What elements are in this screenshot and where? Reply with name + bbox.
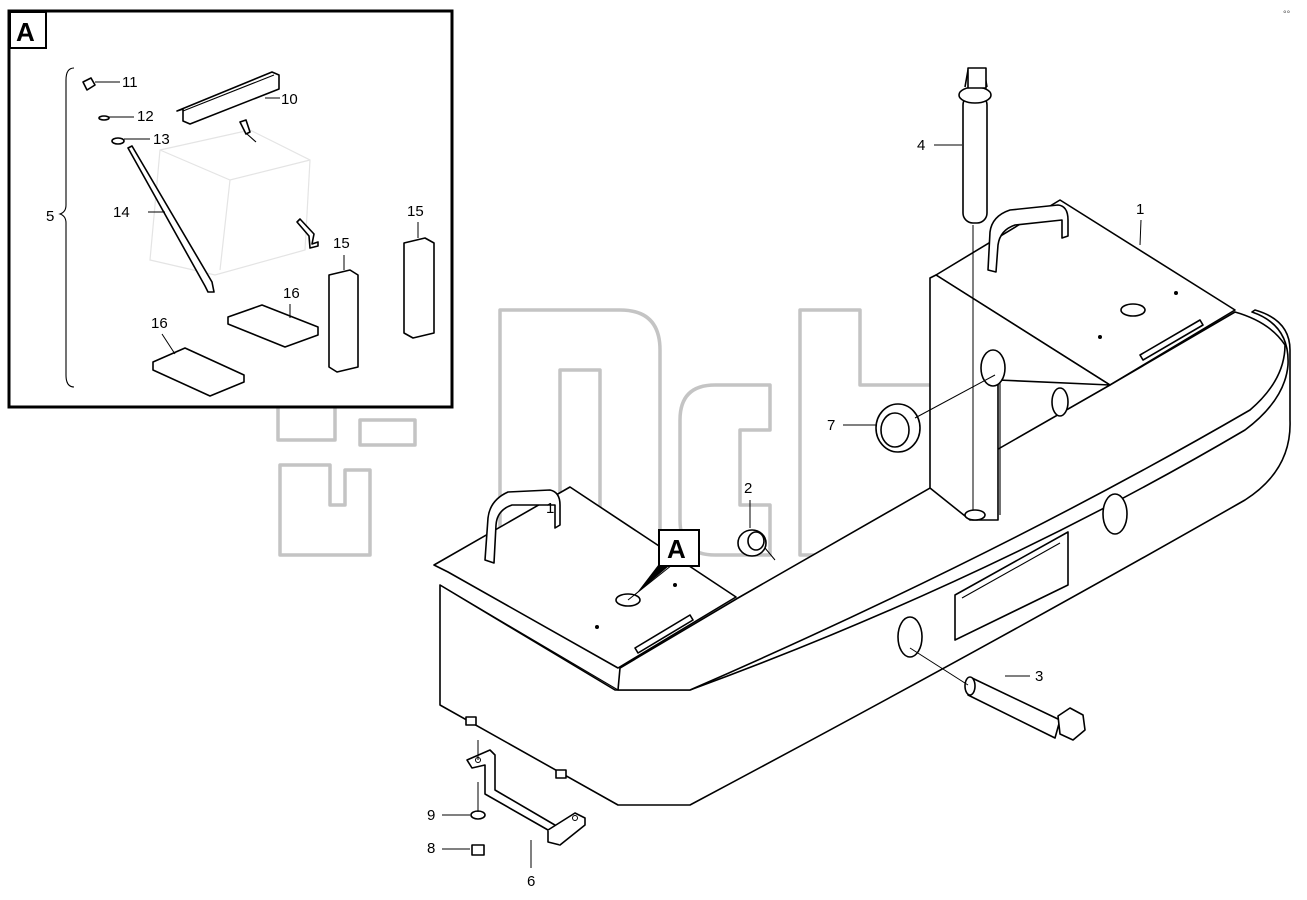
- label-9: 9: [427, 807, 435, 824]
- label-3: 3: [1035, 668, 1043, 685]
- label-11: 11: [122, 74, 138, 91]
- part-7-grommet: [875, 374, 996, 453]
- label-16-lower: 16: [151, 315, 168, 332]
- detail-view-label: A: [16, 17, 35, 47]
- label-5: 5: [46, 208, 54, 225]
- label-14: 14: [113, 204, 130, 221]
- callout-a-label: A: [667, 534, 686, 564]
- label-6: 6: [527, 873, 535, 890]
- corner-mark: °°: [1283, 9, 1291, 19]
- part-6-bracket: [466, 740, 586, 856]
- label-16-upper: 16: [283, 285, 300, 302]
- counterweight: [433, 199, 1291, 806]
- label-8: 8: [427, 840, 435, 857]
- label-12: 12: [137, 108, 154, 125]
- label-7: 7: [827, 417, 835, 434]
- label-15-left: 15: [333, 235, 350, 252]
- label-15-right: 15: [407, 203, 424, 220]
- detail-view-a: A: [7, 9, 454, 409]
- label-1: 1: [1136, 201, 1144, 218]
- label-2: 2: [744, 480, 752, 497]
- part-3-bolt: [909, 647, 1086, 741]
- label-10: 10: [281, 91, 298, 108]
- label-13: 13: [153, 131, 170, 148]
- part-labels: 1 1 2 3 4 5 6 7 8 9 10 11 12 13 14 15 15…: [46, 74, 1144, 890]
- part-4-pin: [958, 67, 992, 521]
- label-1-left: 1: [546, 500, 554, 517]
- label-4: 4: [917, 137, 925, 154]
- part-2-bushing: [737, 529, 776, 561]
- callout-a: A: [627, 529, 700, 601]
